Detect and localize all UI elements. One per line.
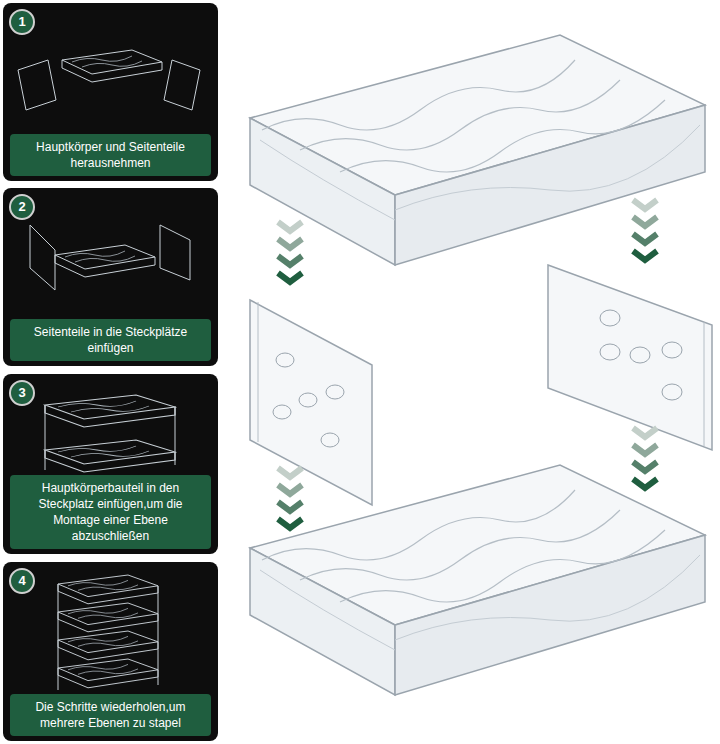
step-number: 1 bbox=[9, 9, 35, 35]
instruction-text: Hauptkörperbauteil in den Steckplatz ein… bbox=[38, 481, 182, 543]
step-panel: 4Die Schritte wiederholen,um mehrere Ebe… bbox=[3, 562, 218, 741]
step-instruction-box: Hauptkörperbauteil in den Steckplatz ein… bbox=[10, 475, 211, 549]
instruction-text: Seitenteile in die Steckplätze einfügen bbox=[34, 325, 187, 355]
step-instruction-box: Die Schritte wiederholen,um mehrere Eben… bbox=[10, 694, 211, 736]
step-instruction-box: Seitenteile in die Steckplätze einfügen bbox=[10, 319, 211, 361]
instruction-text: Die Schritte wiederholen,um mehrere Eben… bbox=[35, 700, 185, 730]
instruction-text: Hauptkörper und Seitenteile herausnehmen bbox=[36, 140, 185, 170]
step-panel: 1Hauptkörper und Seitenteile herausnehme… bbox=[3, 3, 218, 181]
step-number: 3 bbox=[9, 380, 35, 406]
step-number: 2 bbox=[9, 194, 35, 220]
step-number: 4 bbox=[9, 568, 35, 594]
step-panel: 3Hauptkörperbauteil in den Steckplatz ei… bbox=[3, 374, 218, 554]
step-panel: 2Seitenteile in die Steckplätze einfügen bbox=[3, 188, 218, 366]
step-instruction-box: Hauptkörper und Seitenteile herausnehmen bbox=[10, 134, 211, 176]
